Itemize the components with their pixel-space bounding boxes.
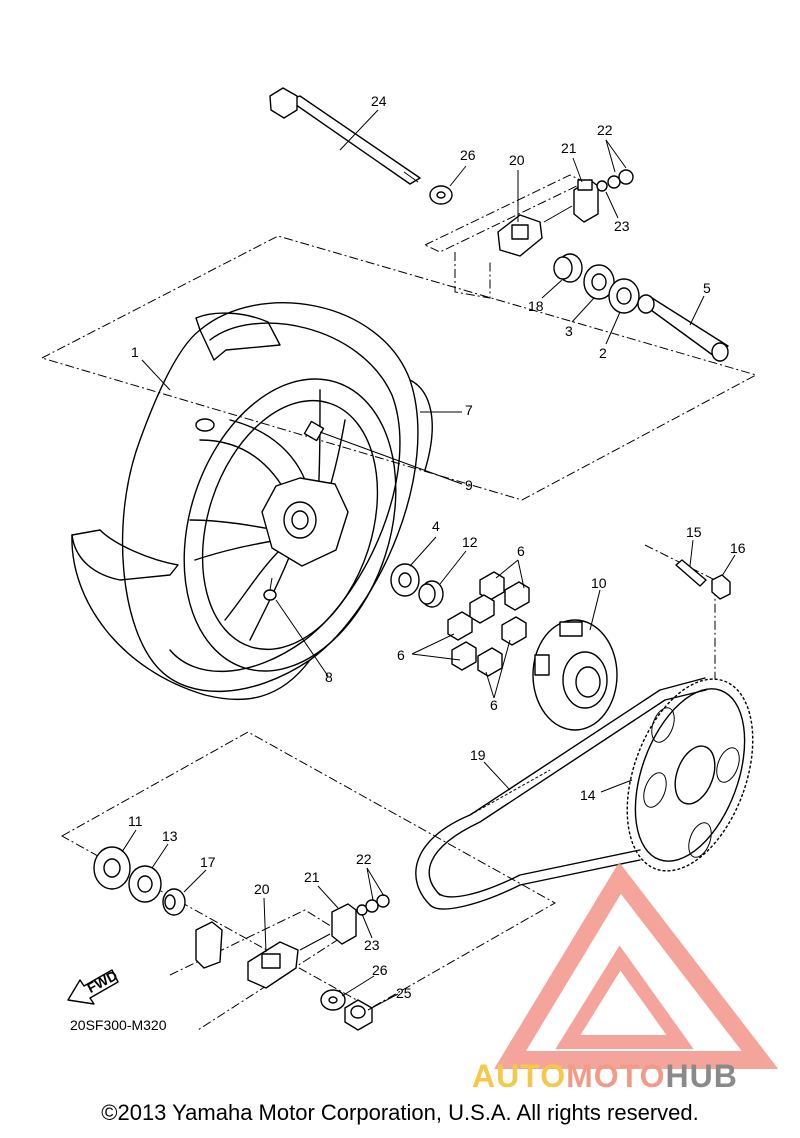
callout-25: 25 xyxy=(396,985,412,1001)
callout-6-bottom: 6 xyxy=(490,697,498,713)
callout-20-top: 20 xyxy=(509,152,525,168)
watermark-moto: MOTO xyxy=(566,1058,666,1094)
callout-11: 11 xyxy=(128,813,143,829)
callout-6-left: 6 xyxy=(397,647,405,663)
callout-9: 9 xyxy=(465,477,473,493)
nuts-22-23-top xyxy=(596,169,634,192)
spacer-5 xyxy=(637,294,729,362)
callout-26-lower: 26 xyxy=(372,962,388,978)
callout-13: 13 xyxy=(162,828,178,844)
nut-16 xyxy=(711,574,731,600)
callout-4: 4 xyxy=(432,518,440,534)
nuts-22-23-lower xyxy=(356,894,390,916)
stud-bolt-15 xyxy=(675,559,707,587)
lower-assembly-box xyxy=(60,731,557,1009)
callout-18: 18 xyxy=(528,298,544,314)
axle-24 xyxy=(269,87,421,185)
bracket-outline-top xyxy=(454,252,491,299)
rear-wheel-1 xyxy=(71,302,433,701)
callout-12: 12 xyxy=(462,534,478,550)
callout-3: 3 xyxy=(565,323,573,339)
callout-24: 24 xyxy=(371,93,387,109)
callout-22-lower: 22 xyxy=(356,851,372,867)
rear-sprocket-14 xyxy=(626,678,754,872)
adjuster-block-21-lower xyxy=(331,903,357,945)
chain-adjuster-20-top xyxy=(497,205,573,257)
drawing-code: 20SF300-M320 xyxy=(70,1017,167,1033)
callout-14: 14 xyxy=(580,787,596,803)
bearing-11 xyxy=(93,846,131,890)
bearing-3 xyxy=(583,264,615,300)
callout-1: 1 xyxy=(131,344,139,360)
callout-8: 8 xyxy=(325,669,333,685)
bearing-4 xyxy=(390,563,420,597)
collar-12 xyxy=(418,580,444,608)
callout-2: 2 xyxy=(599,345,607,361)
callout-26-top: 26 xyxy=(460,147,476,163)
upper-assembly-box xyxy=(40,235,758,501)
callout-23-top: 23 xyxy=(614,218,630,234)
sprocket-leader xyxy=(644,544,716,680)
callout-6-top: 6 xyxy=(517,543,525,559)
axle-nut-25 xyxy=(344,999,373,1031)
callout-20-lower: 20 xyxy=(254,881,270,897)
drive-chain-19 xyxy=(415,677,707,910)
callout-22-top: 22 xyxy=(597,122,613,138)
watermark-auto: AUTO xyxy=(472,1058,567,1094)
leader-lines xyxy=(121,109,736,1011)
collar-17 xyxy=(162,888,186,916)
washer-26-top xyxy=(429,185,453,205)
fwd-arrow-icon: FWD xyxy=(67,967,120,1005)
callout-16: 16 xyxy=(730,540,746,556)
automotohub-logo-icon xyxy=(494,862,779,1069)
watermark-hub: HUB xyxy=(665,1058,738,1094)
callout-21-top: 21 xyxy=(561,140,577,156)
adjuster-block-21-top xyxy=(573,179,599,223)
callout-labels: 24 26 20 21 22 23 18 3 2 5 1 7 9 4 12 6 … xyxy=(128,93,746,1001)
bearing-2 xyxy=(608,278,640,314)
washer-26-lower xyxy=(320,989,346,1011)
chain-adjuster-20-lower xyxy=(247,933,331,989)
sprocket-hub-10 xyxy=(532,619,618,731)
callout-17: 17 xyxy=(200,854,216,870)
dampers-6 xyxy=(447,571,530,677)
bearing-13 xyxy=(128,865,162,903)
copyright-notice: ©2013 Yamaha Motor Corporation, U.S.A. A… xyxy=(101,1100,699,1125)
watermark-text: AUTOMOTOHUB xyxy=(472,1058,738,1095)
plate-lower xyxy=(195,921,223,969)
callout-10: 10 xyxy=(591,575,607,591)
callout-19: 19 xyxy=(470,747,486,763)
callout-15: 15 xyxy=(686,524,702,540)
callout-21-lower: 21 xyxy=(304,869,320,885)
callout-5: 5 xyxy=(703,280,711,296)
callout-7: 7 xyxy=(465,402,473,418)
collar-18 xyxy=(553,253,583,283)
callout-23-lower: 23 xyxy=(364,937,380,953)
